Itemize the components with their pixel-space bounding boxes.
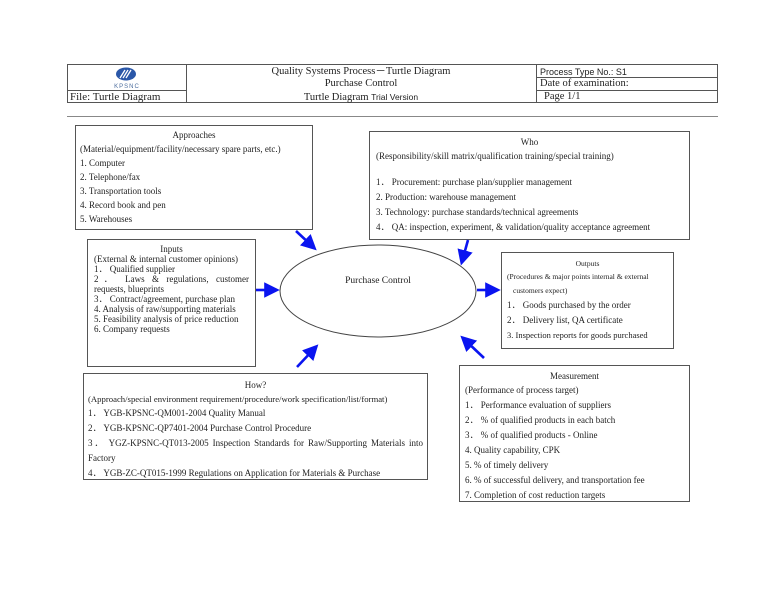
who-item: 1． Procurement: purchase plan/supplier m… [376,177,572,187]
outputs-item: 3. Inspection reports for goods purchase… [507,330,648,340]
inputs-title: Inputs [160,244,183,254]
logo: KPSNC [68,65,186,91]
measurement-item: 2． % of qualified products in each batch [465,415,616,425]
how-item: 4． YGB-ZC-QT015-1999 Regulations on Appl… [88,468,381,478]
page-number: Page 1/1 [544,91,581,102]
title-line-3: Turtle Diagram Trial Version [186,91,536,104]
center-process-label: Purchase Control [345,276,411,286]
how-subtitle: (Approach/special environment requiremen… [88,394,388,404]
arrow-approaches-icon [295,230,317,251]
kpsnc-logo-icon [116,67,136,81]
measurement-title: Measurement [550,371,599,381]
file-label: File: Turtle Diagram [70,91,161,103]
inputs-box: Inputs (External & internal customer opi… [87,239,256,367]
measurement-subtitle: (Performance of process target) [465,385,579,395]
separator-line [67,116,718,117]
outputs-box: Outputs (Procedures & major points inter… [501,252,674,349]
approaches-subtitle: (Material/equipment/facility/necessary s… [80,144,281,154]
arrow-how-icon [296,344,319,368]
who-item: 4． QA: inspection, experiment, & validat… [376,222,651,232]
inputs-item: 4. Analysis of raw/supporting materials [94,304,236,314]
how-item: 1． YGB-KPSNC-QM001-2004 Quality Manual [88,408,266,418]
approaches-item: 2. Telephone/fax [80,172,141,182]
measurement-item: 4. Quality capability, CPK [465,445,561,455]
inputs-item: 1． Qualified supplier [94,264,175,274]
who-box: Who (Responsibility/skill matrix/qualifi… [369,131,690,240]
logo-text: KPSNC [114,84,140,90]
approaches-item: 5. Warehouses [80,214,133,224]
center-process-ellipse [279,244,477,338]
outputs-title: Outputs [575,259,600,268]
approaches-item: 4. Record book and pen [80,200,166,210]
measurement-item: 5. % of timely delivery [465,460,549,470]
inputs-item: 6. Company requests [94,324,170,334]
outputs-item: 1． Goods purchased by the order [507,300,631,310]
date-of-examination: Date of examination: [540,78,629,89]
measurement-item: 1． Performance evaluation of suppliers [465,400,611,410]
how-title: How? [244,380,267,390]
title-line-3-main: Turtle Diagram [303,92,369,103]
approaches-item: 1. Computer [80,158,125,168]
arrow-who-icon [457,239,473,266]
how-box: How? (Approach/special environment requi… [83,373,428,480]
inputs-item: 2． Laws & regulations, customer requests… [94,274,249,294]
title-line-1: Quality Systems Process－Turtle Diagram [271,66,451,77]
outputs-item: 2． Delivery list, QA certificate [507,315,623,325]
measurement-item: 7. Completion of cost reduction targets [465,490,606,500]
how-item: 2． YGB-KPSNC-QP7401-2004 Purchase Contro… [88,423,312,433]
measurement-item: 3． % of qualified products - Online [465,430,598,440]
approaches-item: 3. Transportation tools [80,186,162,196]
inputs-subtitle: (External & internal customer opinions) [94,254,238,264]
approaches-box: Approaches (Material/equipment/facility/… [75,125,313,230]
how-item: 3． YGZ-KPSNC-QT013-2005 Inspection Stand… [88,438,423,463]
measurement-item: 6. % of successful delivery, and transpo… [465,475,645,485]
trial-version-label: Trial Version [371,92,419,102]
outputs-subtitle-1: (Procedures & major points internal & ex… [507,272,649,281]
inputs-item: 3． Contract/agreement, purchase plan [94,294,235,304]
title-line-2: Purchase Control [324,78,398,89]
who-item: 3. Technology: purchase standards/techni… [376,207,579,217]
inputs-item: 5. Feasibility analysis of price reducti… [94,314,239,324]
outputs-subtitle-2: customers expect) [513,286,568,295]
approaches-title: Approaches [172,130,216,140]
process-type-no: Process Type No.: S1 [540,67,627,77]
who-item: 2. Production: warehouse management [376,192,516,202]
measurement-box: Measurement (Performance of process targ… [459,365,690,502]
header-table: KPSNC File: Turtle Diagram Quality Syste… [67,64,718,103]
who-title: Who [520,137,539,147]
who-subtitle: (Responsibility/skill matrix/qualificati… [376,151,614,161]
arrow-measurement-icon [460,335,485,359]
